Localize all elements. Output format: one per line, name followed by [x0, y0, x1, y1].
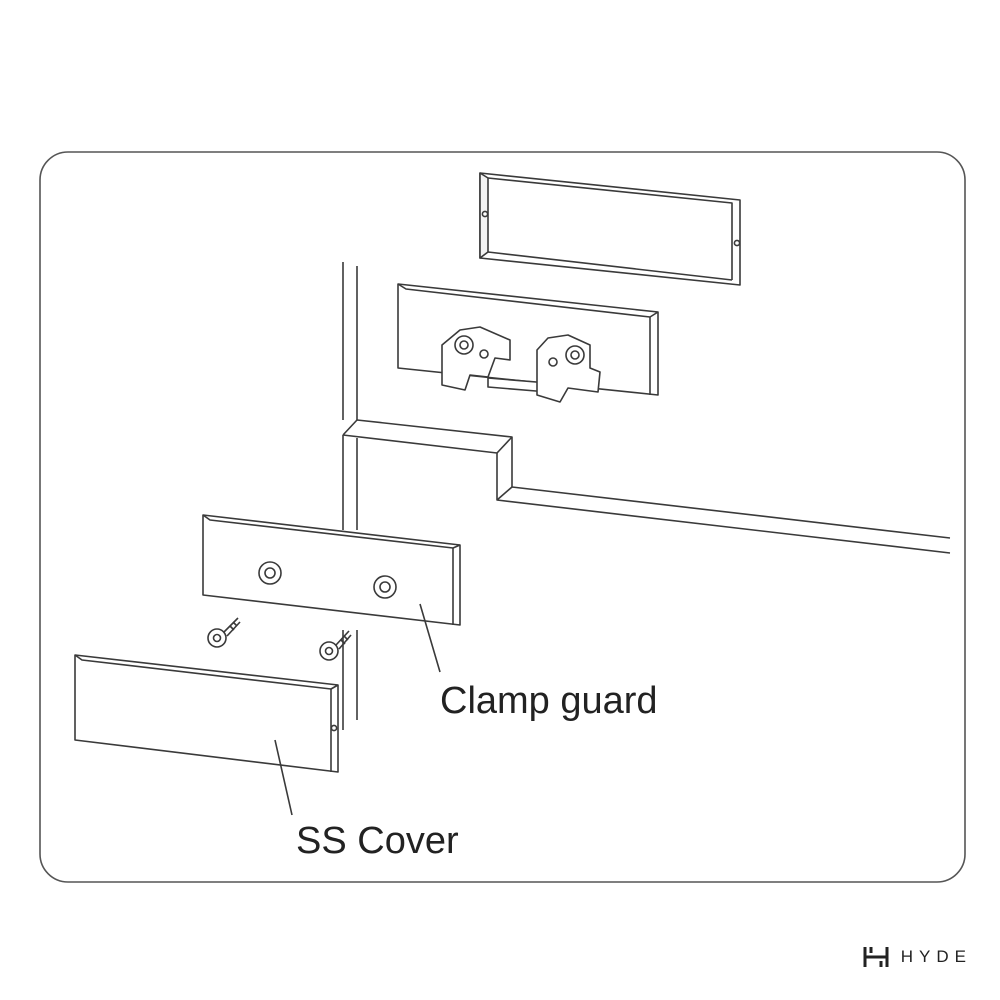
brand-name: HYDE	[900, 947, 972, 966]
screw-right	[319, 630, 352, 661]
back-cover-plate	[479, 172, 741, 286]
clamp-guard-label: Clamp guard	[440, 680, 658, 722]
diagram-frame	[39, 151, 966, 883]
back-clamp-plate	[397, 283, 659, 403]
screw-left	[207, 617, 241, 648]
glass-panel	[342, 262, 951, 730]
clamp-guard-leader	[419, 603, 441, 673]
hyde-logo-icon	[863, 947, 889, 967]
ss-cover-leader	[274, 739, 293, 816]
clamp-guard-plate	[202, 514, 461, 626]
ss-cover-label: SS Cover	[296, 820, 459, 862]
brand-logo: HYDE	[863, 945, 972, 969]
ss-cover-plate	[74, 654, 339, 773]
